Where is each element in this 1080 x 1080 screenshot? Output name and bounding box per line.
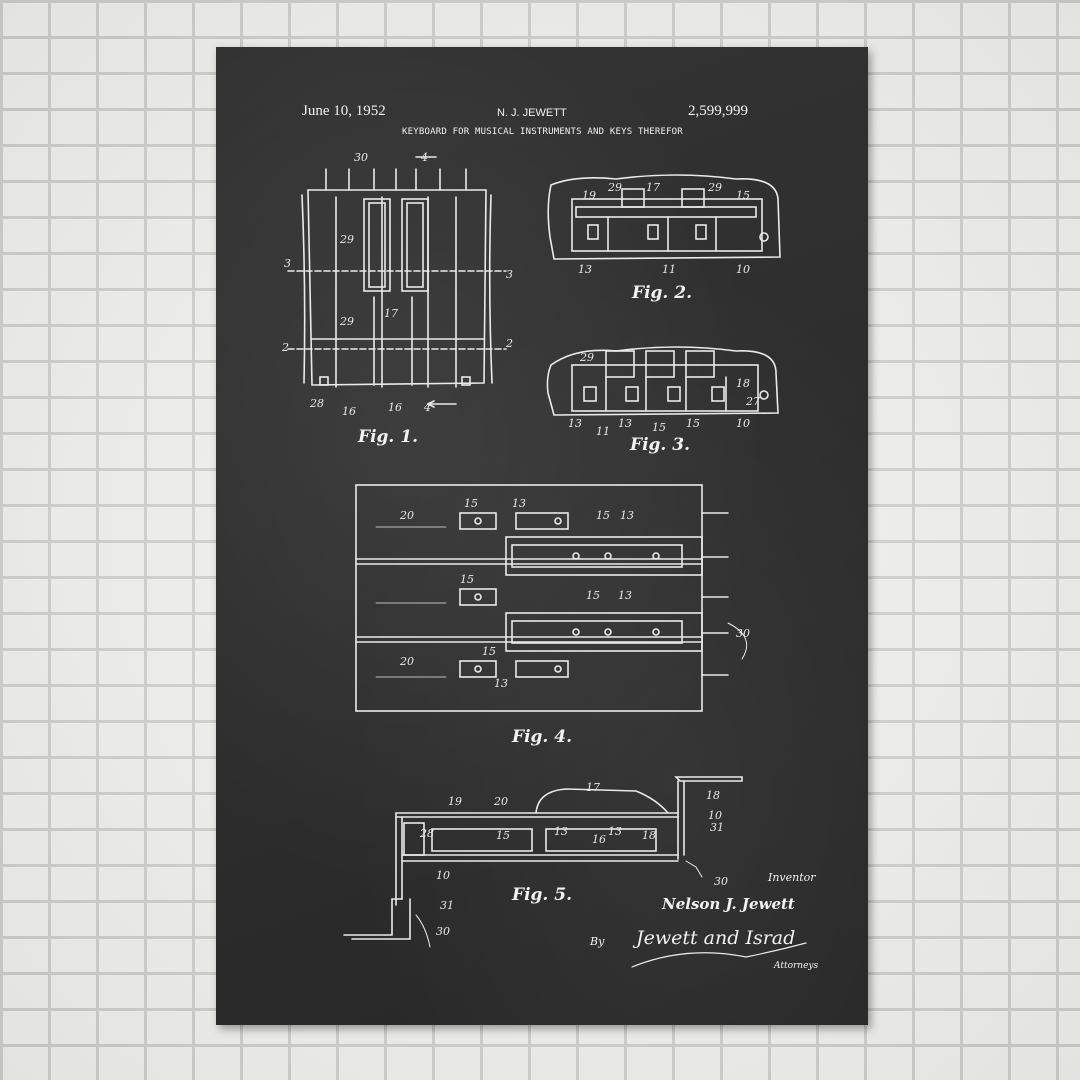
svg-text:30: 30	[736, 627, 750, 640]
fig1-label: Fig. 1.	[358, 427, 418, 447]
svg-text:4: 4	[423, 401, 431, 414]
fig4-reference-numbers: 20 15 13 15 13 15 15 13 30 20 15 13	[399, 497, 750, 690]
svg-text:15: 15	[460, 573, 474, 586]
fig3-reference-numbers: 29 18 27 13 11 13 15 15 10	[568, 351, 760, 438]
svg-text:11: 11	[596, 425, 610, 438]
svg-text:29: 29	[579, 351, 594, 364]
svg-text:19: 19	[582, 189, 596, 202]
svg-text:20: 20	[399, 509, 414, 522]
svg-text:16: 16	[388, 401, 402, 414]
svg-text:10: 10	[736, 263, 750, 276]
svg-text:13: 13	[494, 677, 508, 690]
svg-text:13: 13	[618, 589, 632, 602]
fig3-drawing	[546, 346, 779, 416]
svg-text:31: 31	[440, 899, 454, 912]
fig1-reference-numbers: 30 4 3 3 2 2 29 29 17 28 16 16 4	[281, 151, 513, 418]
by-label: By	[590, 935, 605, 948]
patent-drawings: 30 4 3 3 2 2 29 29 17 28 16 16 4	[281, 151, 807, 968]
svg-text:15: 15	[652, 421, 666, 434]
svg-text:10: 10	[736, 417, 750, 430]
svg-text:29: 29	[707, 181, 722, 194]
svg-text:13: 13	[512, 497, 526, 510]
svg-text:18: 18	[736, 377, 750, 390]
svg-text:13: 13	[620, 509, 634, 522]
fig1-drawing	[287, 156, 507, 408]
fig4-label: Fig. 4.	[512, 727, 572, 747]
svg-text:17: 17	[384, 307, 398, 320]
fig2-label: Fig. 2.	[632, 283, 692, 303]
svg-text:30: 30	[436, 925, 450, 938]
signature-flourish	[631, 942, 807, 968]
svg-text:18: 18	[706, 789, 720, 802]
svg-text:15: 15	[464, 497, 478, 510]
svg-text:19: 19	[448, 795, 462, 808]
svg-text:31: 31	[710, 821, 724, 834]
svg-text:30: 30	[354, 151, 368, 164]
svg-text:10: 10	[708, 809, 722, 822]
svg-text:10: 10	[436, 869, 450, 882]
svg-text:13: 13	[618, 417, 632, 430]
svg-text:15: 15	[586, 589, 600, 602]
svg-text:27: 27	[745, 395, 760, 408]
patent-number: 2,599,999	[688, 103, 748, 119]
svg-text:29: 29	[339, 233, 354, 246]
svg-text:13: 13	[578, 263, 592, 276]
inventor-label: Inventor	[768, 871, 816, 884]
svg-text:15: 15	[596, 509, 610, 522]
svg-text:2: 2	[281, 341, 289, 354]
patent-inventor-header: N. J. JEWETT	[497, 107, 567, 119]
svg-text:16: 16	[592, 833, 606, 846]
svg-text:20: 20	[493, 795, 508, 808]
svg-text:17: 17	[586, 781, 600, 794]
svg-text:15: 15	[686, 417, 700, 430]
svg-text:4: 4	[420, 151, 428, 164]
svg-text:17: 17	[646, 181, 660, 194]
attorneys-signature: Jewett and Israd	[636, 927, 796, 949]
svg-text:29: 29	[607, 181, 622, 194]
svg-text:13: 13	[568, 417, 582, 430]
svg-text:15: 15	[482, 645, 496, 658]
svg-text:29: 29	[339, 315, 354, 328]
svg-text:18: 18	[642, 829, 656, 842]
svg-text:2: 2	[505, 337, 513, 350]
fig2-drawing	[547, 174, 781, 260]
svg-text:13: 13	[554, 825, 568, 838]
svg-text:16: 16	[342, 405, 356, 418]
fig3-label: Fig. 3.	[630, 435, 690, 455]
patent-poster: June 10, 1952 N. J. JEWETT 2,599,999 KEY…	[216, 47, 868, 1025]
svg-text:20: 20	[399, 655, 414, 668]
svg-text:3: 3	[506, 268, 513, 281]
svg-text:30: 30	[714, 875, 728, 888]
patent-date: June 10, 1952	[302, 103, 386, 119]
svg-text:11: 11	[662, 263, 676, 276]
inventor-name: Nelson J. Jewett	[662, 895, 795, 913]
svg-text:28: 28	[309, 397, 324, 410]
svg-text:13: 13	[608, 825, 622, 838]
attorneys-label: Attorneys	[774, 961, 819, 971]
svg-text:28: 28	[419, 827, 434, 840]
fig2-reference-numbers: 19 29 17 29 15 13 11 10	[578, 181, 750, 276]
fig4-drawing	[355, 484, 748, 712]
svg-text:15: 15	[496, 829, 510, 842]
svg-text:15: 15	[736, 189, 750, 202]
fig5-label: Fig. 5.	[512, 885, 572, 905]
svg-text:3: 3	[284, 257, 291, 270]
fig5-reference-numbers: 19 20 17 18 10 31 28 15 13 16 13 18 10 3…	[419, 781, 728, 938]
fig5-drawing	[343, 776, 743, 948]
patent-title: KEYBOARD FOR MUSICAL INSTRUMENTS AND KEY…	[402, 127, 683, 137]
